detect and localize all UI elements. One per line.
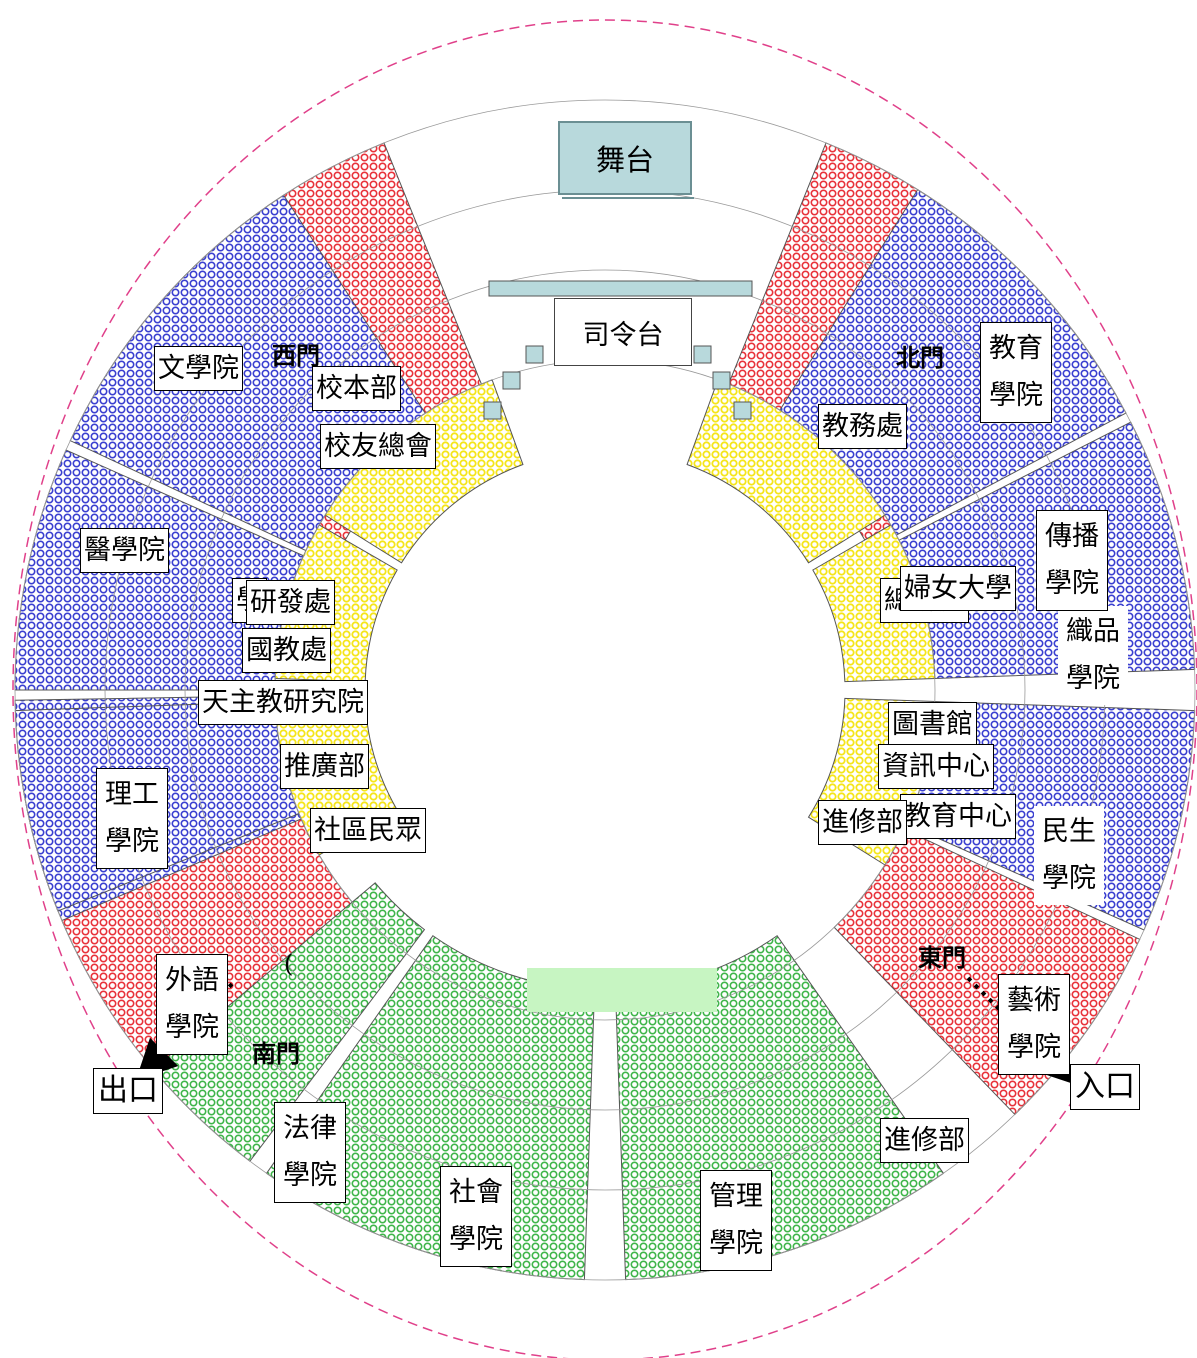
college-continuing-south: 進修部: [880, 1118, 969, 1164]
office-community: 社區民眾: [310, 808, 426, 854]
college-science-eng: 理工 學院: [96, 768, 168, 869]
podium-step: [525, 345, 544, 364]
podium-step: [483, 401, 502, 420]
east-gate-label: 東門: [918, 943, 966, 972]
entrance-label: 入口: [1070, 1064, 1140, 1110]
south-gate-label: 南門: [252, 1039, 300, 1068]
podium: 司令台: [554, 298, 692, 366]
office-edu: 國教處: [242, 628, 331, 674]
office-library: 圖書館: [888, 702, 977, 748]
podium-step: [693, 345, 712, 364]
west-gate-label: 西門: [272, 341, 320, 370]
college-medicine: 醫學院: [80, 528, 169, 574]
office-hq: 校本部: [312, 366, 401, 412]
row-ring: [184, 269, 1026, 1111]
office-academic: 教務處: [818, 404, 907, 450]
podium-label: 司令台: [582, 319, 664, 351]
office-extension: 推廣部: [280, 744, 369, 790]
outer-boundary: [12, 19, 1197, 1358]
office-continuing: 進修部: [818, 800, 907, 846]
north-gate-label: 北門: [896, 343, 944, 372]
college-education: 教育 學院: [980, 322, 1052, 423]
college-arts: 藝術 學院: [998, 974, 1070, 1075]
college-textile: 織品 學院: [1058, 606, 1128, 705]
stage-label: 舞台: [595, 143, 654, 177]
podium-step: [712, 371, 731, 390]
college-foreign-lang: 外語 學院: [156, 954, 228, 1055]
college-social: 社會 學院: [440, 1166, 512, 1267]
office-it-center: 資訊中心: [878, 744, 994, 790]
college-management: 管理 學院: [700, 1170, 772, 1271]
office-rd: 研發處: [246, 580, 335, 626]
office-edu-center: 教育中心: [900, 794, 1016, 840]
exit-label: 出口: [93, 1068, 163, 1114]
stage: 舞台: [558, 121, 694, 199]
office-catholic: 天主教研究院: [198, 680, 368, 726]
podium-step: [733, 401, 752, 420]
office-alumni: 校友總會: [320, 424, 436, 470]
college-liberal-arts: 文學院: [154, 346, 243, 392]
college-communication: 傳播 學院: [1036, 510, 1108, 611]
podium-platform: [488, 280, 753, 297]
field-marker: [527, 968, 717, 1012]
college-law: 法律 學院: [274, 1102, 346, 1203]
row-ring: [14, 99, 1196, 1281]
entrance-path: [966, 976, 1075, 1085]
college-human-ecology: 民生 學院: [1034, 806, 1104, 905]
podium-step: [502, 371, 521, 390]
office-women-univ: 婦女大學: [900, 566, 1016, 612]
misc-mark: (: [284, 950, 294, 978]
